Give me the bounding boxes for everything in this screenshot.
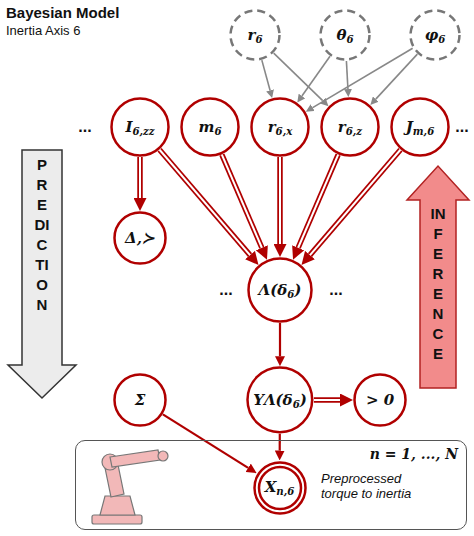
annotation-label: Inertia Axis 6 — [6, 23, 80, 38]
node-symbol: Λ(δ6) — [259, 283, 302, 298]
robot-upper-arm — [110, 450, 160, 467]
plate-note: Preprocessed torque to inertia — [321, 471, 441, 501]
connector-line — [313, 48, 413, 107]
connector-line — [310, 150, 400, 255]
plate-box: n = 1, ..., N Preprocessed torque to iner… — [75, 440, 467, 530]
hyperparameter-node: r6 — [229, 9, 281, 61]
node-circle — [322, 99, 379, 156]
direction-label: INFERENCE — [430, 204, 446, 364]
node-symbol: θ6 — [336, 28, 353, 43]
connector-inner — [310, 150, 400, 255]
parameter-node: r6,x — [250, 97, 310, 157]
connector-inner — [298, 155, 338, 248]
inner-circle — [259, 467, 301, 509]
connector-line — [298, 155, 338, 248]
prediction-arrow — [8, 150, 76, 398]
parameter-node: Σ — [113, 373, 167, 427]
node-circle — [112, 99, 169, 156]
dependency-arrow — [310, 150, 400, 255]
inference-arrow — [407, 166, 469, 388]
node-circle — [252, 99, 309, 156]
node-symbol: r6,z — [338, 120, 362, 135]
dependency-arrow — [279, 434, 280, 451]
node-circle — [182, 99, 239, 156]
node-symbol: Σ — [135, 393, 146, 408]
node-symbol: Jm,6 — [406, 120, 435, 135]
connector-line — [163, 414, 248, 467]
connector-line — [346, 61, 348, 89]
connector-inner — [314, 399, 340, 401]
dependency-arrow — [160, 150, 250, 255]
connector-inner — [222, 155, 262, 248]
dependency-arrow — [222, 155, 262, 248]
node-symbol: φ6 — [425, 28, 446, 43]
dashed-circle — [231, 11, 280, 60]
connector-line — [314, 397, 340, 403]
connector-inner — [139, 157, 141, 198]
node-symbol: Xn,6 — [265, 480, 295, 495]
connector-line — [277, 157, 283, 244]
annotation-label: ... — [78, 118, 91, 136]
node-circle — [115, 375, 166, 426]
node-symbol: > 0 — [366, 393, 394, 408]
connector-line — [279, 434, 281, 451]
prior-link — [313, 48, 413, 107]
robot-illustration — [92, 450, 168, 524]
diagram-title: Bayesian Model — [6, 4, 119, 21]
parameter-node: Jm,6 — [390, 97, 450, 157]
node-circle — [249, 259, 312, 322]
dashed-circle — [321, 11, 370, 60]
node-symbol: r6,x — [268, 120, 293, 135]
connector-line — [302, 56, 330, 96]
parameter-node: I6,zz — [110, 97, 170, 157]
dependency-arrow — [298, 155, 338, 248]
connector-inner — [160, 150, 250, 255]
observation-node: Xn,6 — [253, 461, 307, 515]
dependency-arrow — [163, 414, 248, 467]
robot-turret — [100, 496, 135, 515]
node-circle — [248, 368, 313, 433]
connector-line — [279, 323, 281, 356]
annotation-label: ... — [329, 281, 342, 299]
annotation-label: ... — [455, 118, 468, 136]
dashed-circle — [411, 11, 460, 60]
annotation-label: ... — [219, 281, 232, 299]
parameter-node: m6 — [180, 97, 240, 157]
node-symbol: r6 — [248, 28, 263, 43]
connector-line — [262, 60, 270, 90]
direction-label: PREDICTION — [34, 155, 50, 315]
node-symbol: Δ,≻ — [125, 231, 155, 246]
parameter-node: Δ,≻ — [113, 211, 167, 265]
prior-link — [376, 54, 418, 99]
node-symbol: YΛ(δ6) — [253, 393, 307, 408]
dependency-arrow — [314, 400, 340, 401]
plate-index: n = 1, ..., N — [370, 446, 458, 462]
node-circle — [355, 375, 406, 426]
connector-line — [137, 157, 143, 198]
prior-link — [262, 60, 270, 90]
parameter-node: r6,z — [320, 97, 380, 157]
dependency-arrow — [280, 323, 281, 356]
robot-wrist — [158, 451, 168, 461]
hyperparameter-node: φ6 — [409, 9, 461, 61]
prior-link — [302, 56, 330, 96]
dependency-arrow — [280, 157, 281, 244]
parameter-node: YΛ(δ6) — [246, 366, 314, 434]
prior-link — [346, 61, 348, 89]
parameter-node: Λ(δ6) — [247, 257, 313, 323]
robot-base — [92, 515, 142, 524]
connector-line — [222, 155, 262, 248]
node-circle — [392, 99, 449, 156]
node-circle — [115, 213, 166, 264]
connector-line — [160, 150, 250, 255]
parameter-node: > 0 — [353, 373, 407, 427]
hyperparameter-node: θ6 — [319, 9, 371, 61]
dependency-arrow — [140, 157, 141, 198]
node-symbol: m6 — [199, 120, 222, 135]
connector-line — [376, 54, 418, 99]
node-symbol: I6,zz — [125, 120, 154, 135]
connector-inner — [279, 157, 281, 244]
outer-circle — [254, 462, 305, 513]
